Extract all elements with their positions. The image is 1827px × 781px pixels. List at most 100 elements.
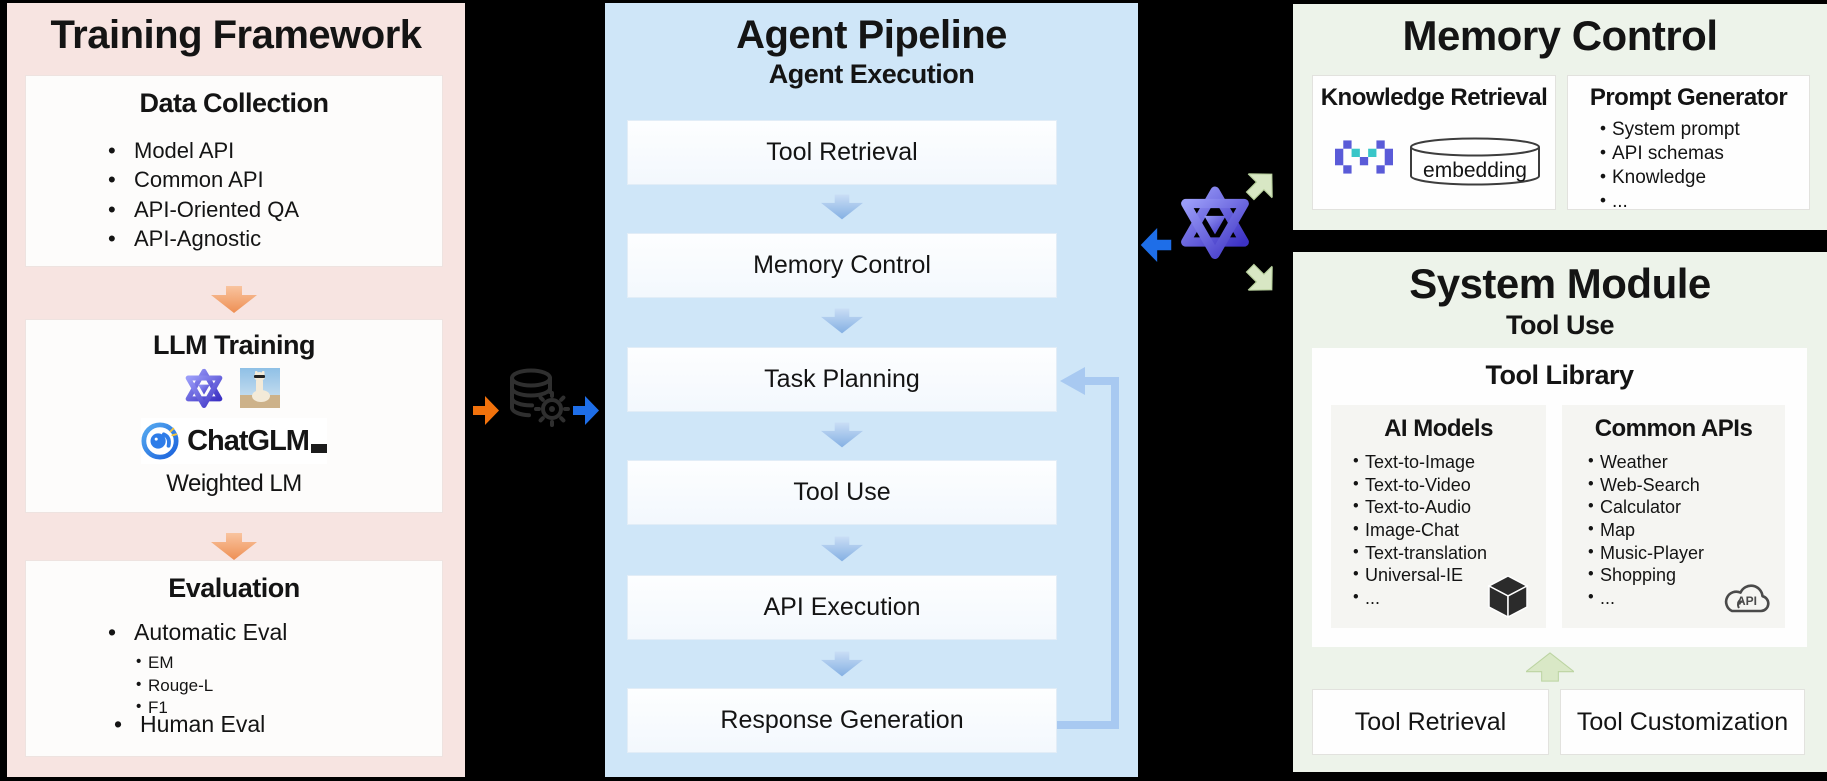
data-collection-item: Model API (134, 138, 235, 163)
agent-pipeline-subtitle: Agent Execution (768, 59, 975, 89)
knowledge-retrieval-title: Knowledge Retrieval (1320, 84, 1548, 111)
ai-model-item: Text-to-Image (1365, 452, 1476, 472)
ai-models-box: AI Models Text-to-Image Text-to-Video Te… (1331, 405, 1546, 628)
chatglm-badge (310, 443, 327, 453)
pipeline-step-label: API Execution (763, 593, 921, 621)
loop-arrow-icon (1060, 367, 1085, 395)
blue-flow-arrow-icon (821, 194, 863, 220)
evaluation-item: Human Eval (140, 711, 266, 737)
pipeline-step-task-planning: Task Planning (627, 347, 1057, 412)
orange-flow-arrow-icon (211, 286, 257, 313)
ai-model-item: Universal-IE (1365, 565, 1464, 586)
green-arrow-up-icon (1526, 652, 1574, 682)
cube-icon (1486, 574, 1530, 620)
pipeline-step-label: Response Generation (720, 706, 964, 734)
ai-model-item: ... (1365, 588, 1381, 609)
blue-flow-arrow-icon (821, 308, 863, 334)
pipeline-step-label: Task Planning (764, 365, 920, 393)
knowledge-retrieval-box: Knowledge Retrieval (1312, 75, 1556, 210)
pipeline-step-label: Tool Retrieval (766, 138, 918, 166)
green-arrow-ne-icon (1236, 160, 1285, 209)
data-collection-box: Data Collection Model API Common API API… (25, 75, 443, 267)
training-framework-panel: Training Framework Data Collection Model… (7, 3, 465, 777)
ai-model-item: Text-to-Video (1365, 474, 1471, 495)
common-api-item: Map (1600, 520, 1636, 541)
glm-logo-icon (184, 368, 224, 408)
embedding-db-icon: embedding (1405, 136, 1545, 188)
pipeline-step-tool-retrieval: Tool Retrieval (627, 120, 1057, 185)
llm-training-box: LLM Training (25, 319, 443, 513)
llm-training-title: LLM Training (153, 330, 316, 360)
green-arrow-se-icon (1236, 254, 1285, 303)
blue-right-arrow-icon (573, 396, 599, 425)
agent-pipeline-panel: Agent Pipeline Agent Execution Tool Retr… (605, 3, 1138, 777)
common-api-item: Music-Player (1600, 542, 1705, 563)
system-module-subtitle: Tool Use (1505, 310, 1615, 340)
prompt-generator-item: Knowledge (1612, 166, 1707, 188)
ai-model-item: Image-Chat (1365, 520, 1460, 541)
ai-model-item: Text-translation (1365, 542, 1488, 563)
feedback-loop-line (1057, 721, 1119, 729)
agent-pipeline-title: Agent Pipeline (736, 13, 1007, 57)
api-cloud-icon: API (1719, 578, 1775, 620)
prompt-generator-item: ... (1612, 190, 1628, 212)
chroma-pixel-logo-icon (1335, 136, 1393, 178)
data-collection-item: API-Oriented QA (134, 196, 300, 222)
llama-photo (240, 368, 280, 408)
chatglm-logo-text: ChatGLM (187, 424, 310, 457)
blue-flow-arrow-icon (821, 651, 863, 677)
embedding-label: embedding (1423, 159, 1527, 182)
prompt-generator-title: Prompt Generator (1589, 84, 1788, 111)
common-api-item: Shopping (1600, 565, 1677, 586)
evaluation-subitem: Rouge-L (148, 675, 214, 695)
common-api-item: Web-Search (1600, 474, 1700, 495)
ai-model-item: Text-to-Audio (1365, 497, 1472, 518)
pipeline-step-response-generation: Response Generation (627, 688, 1057, 753)
database-gear-icon (506, 367, 570, 429)
tool-retrieval-label: Tool Retrieval (1354, 707, 1507, 736)
feedback-loop-line (1085, 377, 1119, 385)
common-apis-title: Common APIs (1594, 415, 1753, 442)
evaluation-title: Evaluation (168, 573, 300, 603)
pipeline-step-memory-control: Memory Control (627, 233, 1057, 298)
pipeline-step-label: Tool Use (793, 478, 891, 506)
common-api-item: Calculator (1600, 497, 1682, 518)
tool-customization-box: Tool Customization (1560, 689, 1805, 755)
pipeline-step-api-execution: API Execution (627, 575, 1057, 640)
memory-control-title: Memory Control (1402, 12, 1718, 59)
weighted-lm-label: Weighted LM (166, 470, 302, 497)
common-api-item: Weather (1600, 452, 1668, 472)
blue-flow-arrow-icon (821, 422, 863, 448)
blue-flow-arrow-icon (821, 536, 863, 562)
data-collection-title: Data Collection (139, 88, 329, 118)
tool-retrieval-box: Tool Retrieval (1312, 689, 1549, 755)
ai-models-title: AI Models (1384, 415, 1493, 442)
feedback-loop-line (1111, 377, 1119, 729)
pipeline-step-tool-use: Tool Use (627, 460, 1057, 525)
prompt-generator-item: API schemas (1612, 142, 1724, 164)
evaluation-box: Evaluation Automatic Eval EM Rouge-L F1 … (25, 560, 443, 757)
common-api-item: ... (1600, 588, 1616, 609)
data-collection-item: Common API (134, 167, 264, 193)
training-framework-title: Training Framework (50, 13, 422, 57)
chatglm-elephant-icon (141, 422, 179, 460)
memory-control-panel: Memory Control Knowledge Retrieval (1293, 4, 1827, 230)
system-module-panel: System Module Tool Use Tool Library AI M… (1293, 252, 1827, 772)
system-module-title: System Module (1409, 260, 1711, 307)
tool-library-title: Tool Library (1485, 360, 1634, 390)
orange-flow-arrow-icon (211, 533, 257, 560)
evaluation-item: Automatic Eval (134, 619, 288, 645)
evaluation-subitem: EM (148, 653, 174, 672)
common-apis-box: Common APIs Weather Web-Search Calculato… (1562, 405, 1785, 628)
tool-library-box: Tool Library AI Models Text-to-Image Tex… (1312, 348, 1807, 647)
data-collection-item: API-Agnostic (134, 225, 262, 251)
chatglm-logo: ChatGLM (141, 418, 327, 464)
prompt-generator-box: Prompt Generator System prompt API schem… (1567, 75, 1810, 212)
glm-hub-logo-icon (1178, 185, 1252, 259)
prompt-generator-item: System prompt (1612, 119, 1740, 140)
api-cloud-label: API (1737, 594, 1757, 608)
pipeline-step-label: Memory Control (753, 251, 931, 279)
blue-arrow-left-icon (1140, 228, 1172, 262)
orange-right-arrow-icon (473, 396, 499, 425)
